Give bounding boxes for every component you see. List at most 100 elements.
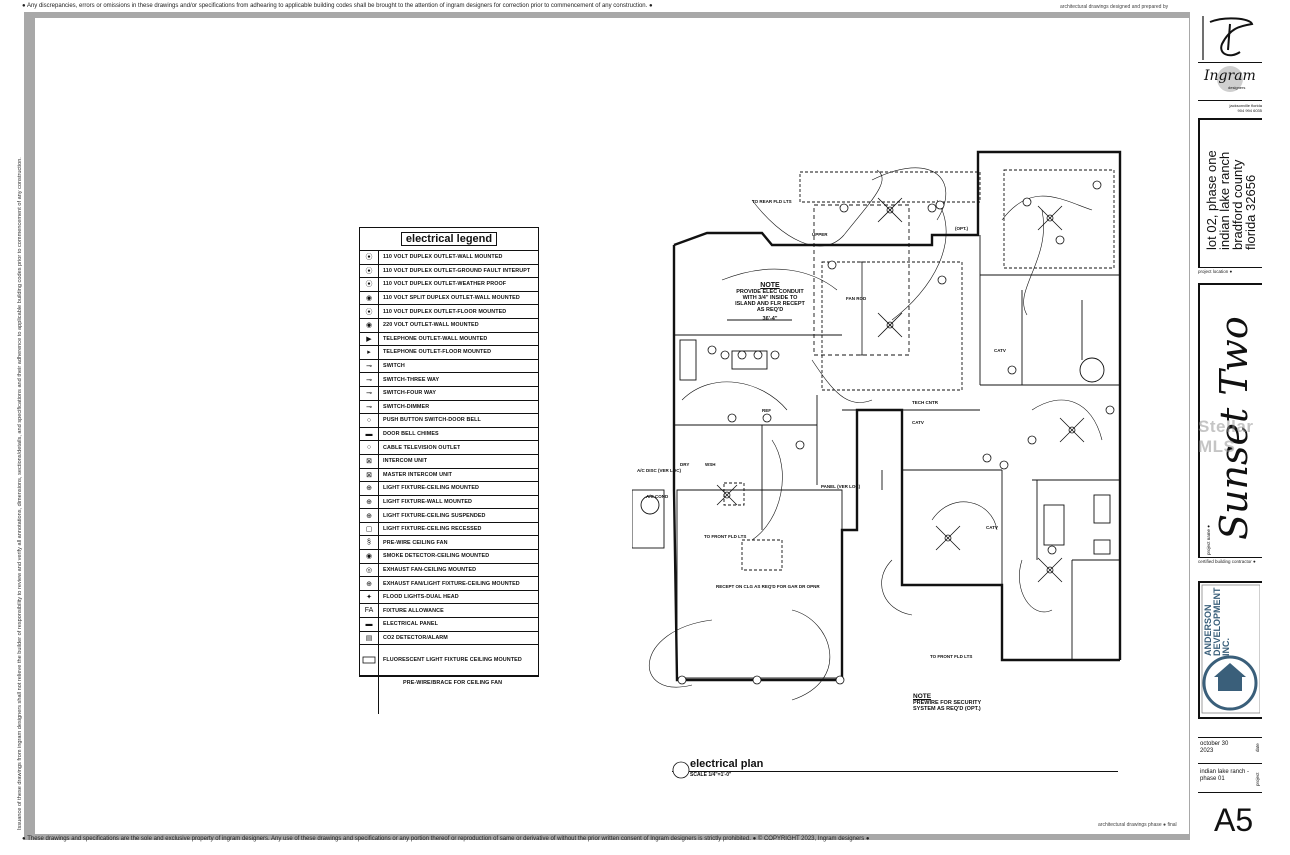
legend-symbol-icon: ⊕ (360, 577, 379, 590)
project-name: Sunset Two (1212, 316, 1256, 540)
legend-symbol-icon: ▬ (360, 427, 379, 441)
legend-symbol-icon: ⦿ (360, 251, 379, 264)
legend-label: 220 VOLT OUTLET-WALL MOUNTED (383, 322, 479, 329)
legend-row: ▢LIGHT FIXTURE-CEILING RECESSED (360, 522, 538, 537)
electrical-legend: electrical legend ⦿110 VOLT DUPLEX OUTLE… (359, 227, 539, 715)
ceiling-fan-icon (1059, 417, 1085, 443)
ac-condenser-label: A/C COND (646, 494, 669, 499)
legend-row: ◎EXHAUST FAN-CEILING MOUNTED (360, 563, 538, 578)
legend-label: 110 VOLT DUPLEX OUTLET-GROUND FAULT INTE… (383, 267, 531, 274)
legend-row: ⊸SWITCH-FOUR WAY (360, 386, 538, 401)
builder-label: certified building contractor ● (1198, 559, 1256, 564)
drawing-date: october 30 2023 (1200, 741, 1229, 754)
title-divider (1198, 763, 1262, 764)
legend-symbol-icon: ⊕ (360, 482, 379, 495)
catv-label: CATV (994, 348, 1006, 353)
legend-row: ⊕ LIGHT FIXTURE-CEILING MOUNTED (360, 482, 538, 496)
legend-symbol-icon: ⊠ (360, 454, 379, 468)
copyright-text: These drawings and specifications are th… (27, 836, 870, 842)
legend-symbol-icon: ▬ (360, 618, 379, 631)
legend-row: ⊸SWITCH-DIMMER (360, 400, 538, 415)
contractor-logo (1201, 584, 1260, 714)
legend-label: EXHAUST FAN/LIGHT FIXTURE-CEILING MOUNTE… (383, 580, 520, 587)
location-line-4: florida 32656 (1243, 174, 1258, 250)
top-disclaimer: ● Any discrepancies, errors or omissions… (22, 3, 653, 9)
plan-title-underline (672, 771, 1118, 772)
legend-symbol-icon: ⊸ (360, 359, 379, 373)
ceiling-fan-icon (1037, 557, 1063, 583)
legend-row: ⦿110 VOLT DUPLEX OUTLET-WALL MOUNTED (360, 251, 538, 265)
legend-symbol-icon: ⊸ (360, 400, 379, 414)
option-label: (OPT.) (955, 226, 968, 231)
legend-symbol-icon: ✦ (360, 590, 379, 604)
title-divider (1198, 100, 1262, 101)
legend-symbol-icon: § (360, 536, 379, 550)
legend-row: ⊠ MASTER INTERCOM UNIT (360, 468, 538, 483)
plan-scale: SCALE 1/4"=1'-0" (690, 772, 732, 778)
title-divider (1198, 118, 1200, 268)
legend-row: ▤CO2 DETECTOR/ALARM (360, 631, 538, 646)
ceiling-fan-brace-icon (360, 676, 379, 715)
front-flood-label: TO FRONT FLD LTS (930, 654, 973, 659)
drawing-phase: architectural drawings phase ● final (1098, 822, 1177, 828)
catv-label-2: CATV (912, 420, 924, 425)
contractor-name: ANDERSON DEVELOPMENT INC. (1203, 587, 1231, 656)
legend-symbol-icon: ▤ (360, 631, 379, 645)
legend-row: ◉ 110 VOLT SPLIT DUPLEX OUTLET-WALL MOUNT… (360, 291, 538, 306)
legend-label: LIGHT FIXTURE-CEILING SUSPENDED (383, 512, 486, 519)
site-name: indian lake ranch - phase 01 (1200, 769, 1250, 782)
legend-symbol-icon: ◎ (360, 563, 379, 577)
legend-row: § PRE-WIRE CEILING FAN (360, 536, 538, 551)
legend-fluorescent-label: FLUORESCENT LIGHT FIXTURE CEILING MOUNTE… (383, 657, 522, 664)
legend-label: TELEPHONE OUTLET-FLOOR MOUNTED (383, 349, 492, 356)
legend-row: ○CABLE TELEVISION OUTLET (360, 441, 538, 455)
site-label: project (1255, 772, 1260, 786)
legend-label: 110 VOLT DUPLEX OUTLET-FLOOR MOUNTED (383, 308, 507, 315)
conduit-note: NOTE PROVIDE ELEC CONDUIT WITH 3/4" INSI… (734, 282, 806, 322)
electrical-floor-plan (632, 150, 1122, 701)
section-marker-icon (672, 761, 690, 779)
legend-symbol-icon: ◉ (360, 550, 379, 563)
drawing-area (35, 18, 1189, 834)
copyright-note: ● These drawings and specifications are … (22, 836, 870, 842)
legend-label: LIGHT FIXTURE-CEILING MOUNTED (383, 485, 480, 492)
ceiling-fan-icon (935, 525, 961, 551)
plan-title: electrical plan (690, 758, 764, 770)
title-divider (1198, 581, 1200, 719)
title-divider (1198, 118, 1262, 120)
designer-monogram-logo (1202, 16, 1254, 60)
legend-label: SWITCH (383, 363, 405, 370)
legend-label: SWITCH-FOUR WAY (383, 390, 437, 397)
legend-label: FIXTURE ALLOWANCE (383, 607, 444, 614)
sheet-number: A5 (1214, 802, 1254, 838)
mls-watermark: Stellar MLS (1198, 417, 1254, 456)
legend-row: ▸ TELEPHONE OUTLET-FLOOR MOUNTED (360, 346, 538, 360)
legend-symbol-icon: ▸ (360, 346, 379, 359)
title-divider (1198, 737, 1262, 738)
legend-label: LIGHT FIXTURE-CEILING RECESSED (383, 526, 482, 533)
ceiling-fans (716, 197, 1085, 583)
legend-row: ⊸SWITCH-THREE WAY (360, 373, 538, 387)
legend-row-fluorescent: FLUORESCENT LIGHT FIXTURE CEILING MOUNTE… (360, 645, 538, 677)
project-name-label: project name ● (1206, 525, 1211, 555)
legend-symbol-icon: ○ (360, 441, 379, 454)
legend-label: PRE-WIRE CEILING FAN (383, 539, 448, 546)
legend-label: FLOOD LIGHTS-DUAL HEAD (383, 594, 459, 601)
legend-row-fan-brace: PRE-WIRE/BRACE FOR CEILING FAN (360, 676, 538, 715)
fixtures (677, 180, 1115, 685)
security-note-text: PREWIRE FOR SECURITY SYSTEM AS REQ'D (OP… (913, 700, 982, 712)
legend-symbol-icon: FA (360, 604, 379, 618)
legend-symbol-icon: ○ (360, 414, 379, 427)
upper-label: UPPER (812, 232, 828, 237)
designer-credit: architectural drawings designed and prep… (1060, 4, 1169, 10)
legend-label: MASTER INTERCOM UNIT (383, 471, 453, 478)
ceiling-fan-icon (877, 197, 903, 223)
washer-label: WSH (705, 462, 716, 467)
legend-label: 110 VOLT SPLIT DUPLEX OUTLET-WALL MOUNTE… (383, 295, 520, 302)
legend-symbol-icon: ◉ (360, 291, 379, 305)
designer-phone: 904 994 6035 (1237, 108, 1262, 113)
legend-symbol-icon: ⊠ (360, 468, 379, 482)
legend-label: ELECTRICAL PANEL (383, 621, 439, 628)
legend-row: ⊕LIGHT FIXTURE-WALL MOUNTED (360, 495, 538, 510)
designer-contact: jacksonville florida 904 994 6035 (1212, 103, 1262, 113)
